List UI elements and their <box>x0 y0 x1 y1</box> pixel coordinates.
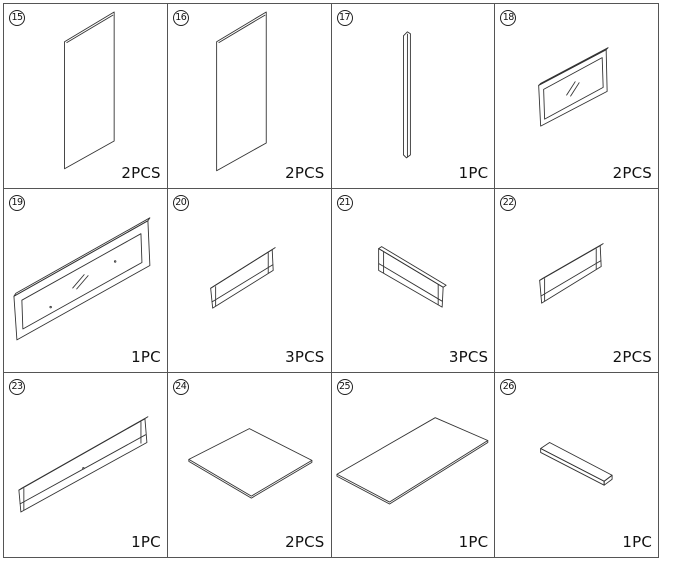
tall-panel-drawing <box>215 11 267 172</box>
part-quantity: 2PCS <box>612 163 652 182</box>
part-cell-25: 25 1PC <box>331 373 496 558</box>
part-quantity: 3PCS <box>448 348 489 367</box>
part-number: 18 <box>500 10 517 26</box>
part-cell-21: 21 3PCS <box>331 188 496 374</box>
part-cell-26: 26 1PC <box>495 373 659 558</box>
part-number: 22 <box>500 194 517 211</box>
rail-drawing <box>539 242 604 304</box>
part-quantity: 1PC <box>131 348 161 367</box>
part-cell-16: 16 2PCS <box>167 4 332 189</box>
part-number: 16 <box>172 10 189 26</box>
part-number: 19 <box>9 194 25 211</box>
part-number: 24 <box>172 379 189 396</box>
part-number: 21 <box>336 194 353 211</box>
part-cell-24: 24 2PCS <box>167 373 332 558</box>
part-cell-17: 17 1PC <box>331 4 496 189</box>
parts-grid: 15 2PCS 16 2PCS 17 1PC 18 <box>3 3 659 558</box>
glass-frame-drawing <box>538 47 609 127</box>
small-plank-drawing <box>540 442 613 486</box>
part-number: 25 <box>336 379 353 396</box>
flat-board-drawing <box>188 428 313 499</box>
part-quantity: 1PC <box>458 163 489 182</box>
part-cell-20: 20 3PCS <box>167 188 332 374</box>
part-quantity: 3PCS <box>285 348 325 367</box>
part-cell-15: 15 2PCS <box>4 4 168 189</box>
part-quantity: 1PC <box>622 533 652 551</box>
thin-post-drawing <box>402 31 411 159</box>
part-number: 23 <box>9 379 25 396</box>
part-number: 20 <box>172 194 189 211</box>
part-number: 26 <box>500 379 517 396</box>
part-cell-22: 22 2PCS <box>495 188 659 374</box>
part-quantity: 1PC <box>458 533 489 551</box>
rail-mirrored-drawing <box>377 245 447 308</box>
flat-board-long-drawing <box>336 417 488 505</box>
tall-panel-drawing <box>64 11 115 170</box>
part-number: 15 <box>9 10 25 26</box>
part-quantity: 2PCS <box>285 533 325 551</box>
part-quantity: 1PC <box>131 533 161 551</box>
rail-drawing <box>209 246 276 309</box>
glass-frame-long-drawing <box>13 217 151 340</box>
part-cell-18: 18 2PCS <box>495 4 659 189</box>
part-cell-19: 19 1PC <box>4 188 168 374</box>
part-quantity: 2PCS <box>285 163 325 182</box>
part-quantity: 2PCS <box>121 163 161 182</box>
part-cell-23: 23 1PC <box>4 373 168 558</box>
part-quantity: 2PCS <box>612 348 652 367</box>
rail-long-drawing <box>18 416 149 513</box>
part-number: 17 <box>336 10 353 26</box>
